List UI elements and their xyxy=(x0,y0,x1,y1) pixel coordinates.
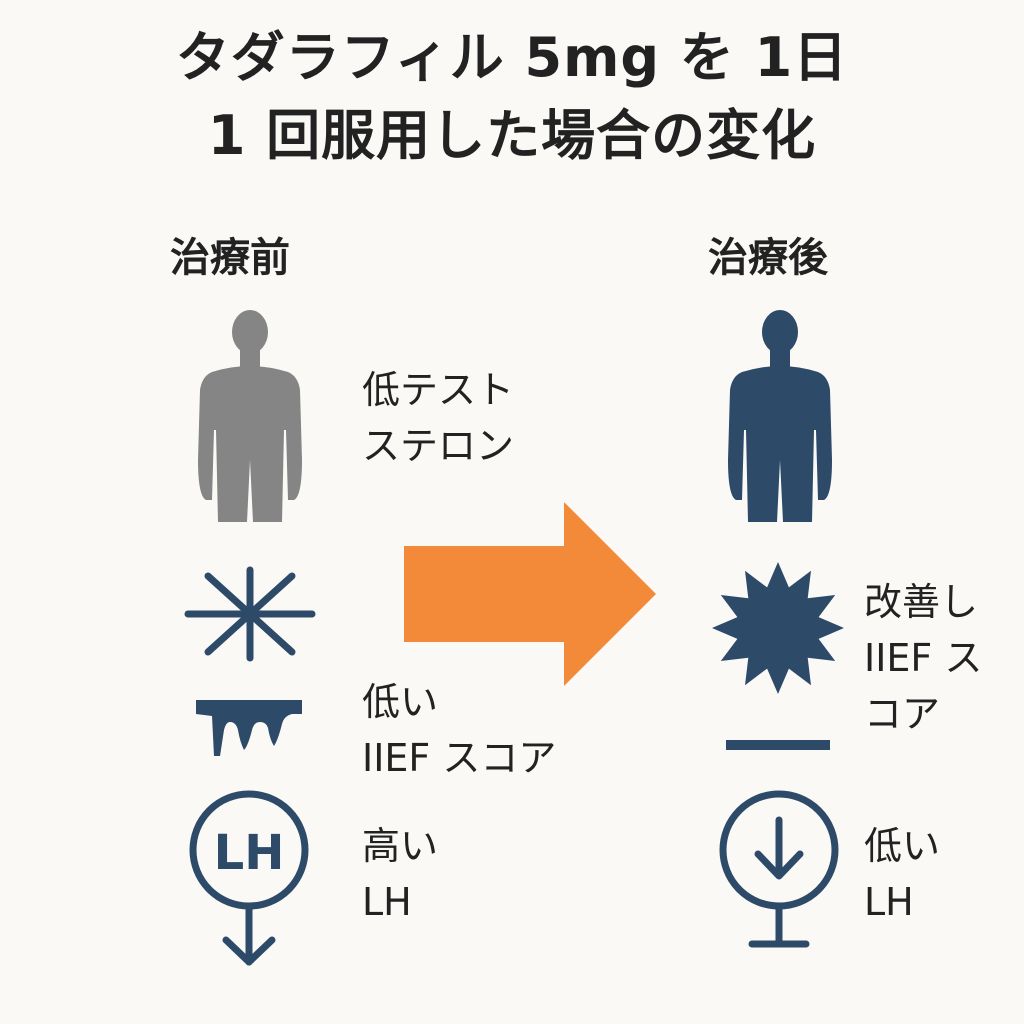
after-iief-line-1: 改善し xyxy=(864,580,979,624)
level-bar-icon xyxy=(726,740,830,750)
change-arrow-icon xyxy=(404,502,656,686)
asterisk-icon xyxy=(184,566,316,662)
lh-circle-down-arrow-icon: LH xyxy=(189,790,309,966)
after-iief-line-2: IIEF ス xyxy=(864,636,983,680)
before-iief-line-2: IIEF スコア xyxy=(362,736,557,780)
before-heading: 治療前 xyxy=(170,235,290,281)
after-iief-line-3: コア xyxy=(864,692,941,736)
before-iief-label: 低い IIEF スコア xyxy=(362,674,556,786)
person-silhouette-icon xyxy=(728,310,832,522)
before-lh-line-1: 高い xyxy=(362,824,439,868)
after-heading: 治療後 xyxy=(708,235,828,281)
before-lh-line-2: LH xyxy=(362,880,412,924)
down-arrow-circle-icon xyxy=(719,790,839,948)
after-iief-label: 改善し IIEF ス コア xyxy=(864,574,982,742)
lh-badge-text: LH xyxy=(214,825,285,881)
page-title-line-2: 1 回服用した場合の変化 xyxy=(207,104,817,167)
before-testosterone-line-2: ステロン xyxy=(362,424,515,468)
after-lh-label: 低い LH xyxy=(864,818,940,930)
before-testosterone-line-1: 低テスト xyxy=(362,368,515,412)
before-testosterone-label: 低テスト ステロン xyxy=(362,362,514,474)
before-lh-label: 高い LH xyxy=(362,818,438,930)
starburst-icon xyxy=(712,562,844,694)
page-title-line-1: タダラフィル 5mg を 1日 xyxy=(175,26,849,89)
after-lh-line-1: 低い xyxy=(864,824,941,868)
after-lh-line-2: LH xyxy=(864,880,914,924)
before-iief-line-1: 低い xyxy=(362,680,439,724)
low-bar-drip-icon xyxy=(196,700,302,756)
person-silhouette-icon xyxy=(198,310,302,522)
